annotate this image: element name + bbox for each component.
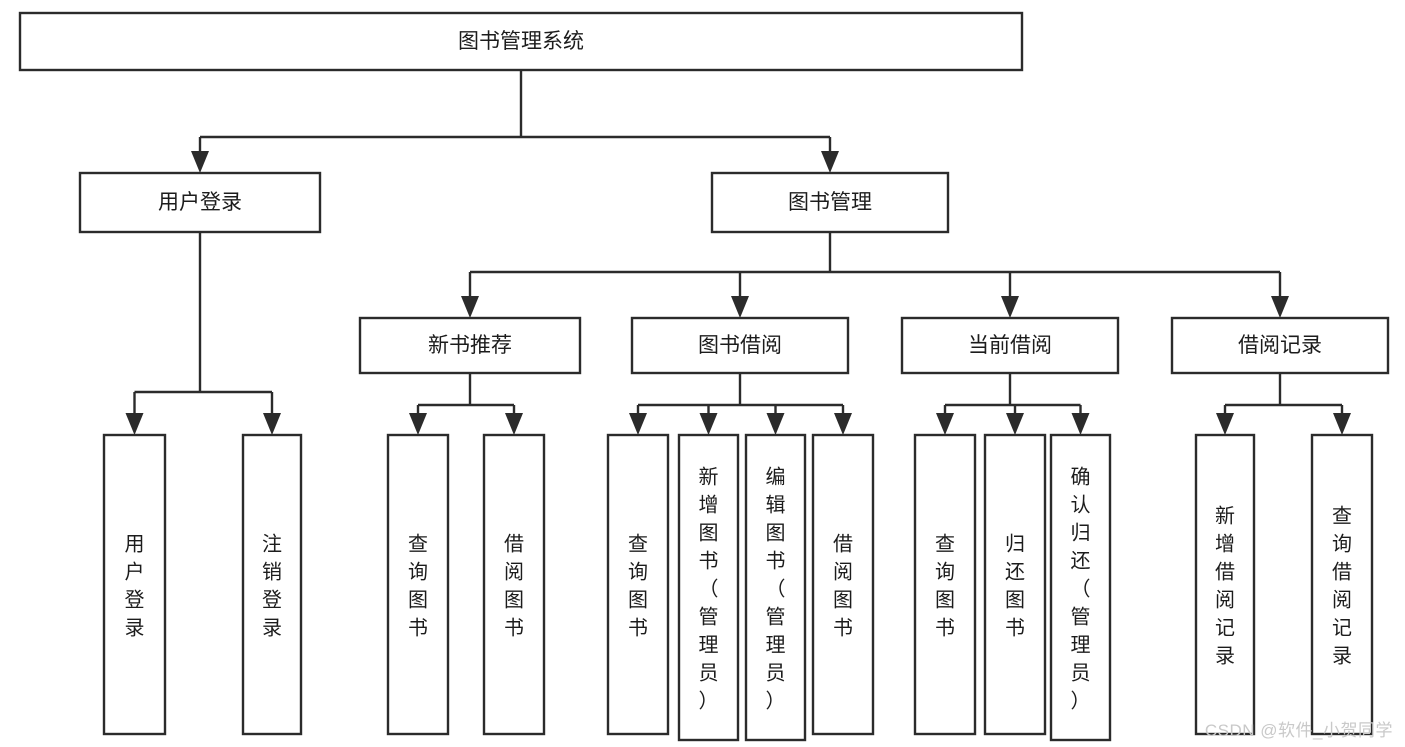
node-book-manage[interactable]: 图书管理 xyxy=(710,171,950,234)
node-rect-new-book-recommend[interactable] xyxy=(358,316,582,375)
node-label-leaf-confirm-return: 确认归还（管理员） xyxy=(1071,465,1091,712)
node-rect-leaf-add-record[interactable] xyxy=(1194,433,1256,736)
book-borrow-arrow-2 xyxy=(766,413,785,435)
node-label-user-login: 用户登录 xyxy=(158,191,242,214)
node-rect-book-borrow[interactable] xyxy=(630,316,850,375)
node-rect-leaf-borrow-book-1[interactable] xyxy=(482,433,546,736)
node-book-borrow[interactable]: 图书借阅 xyxy=(630,316,850,375)
node-rect-user-login[interactable] xyxy=(78,171,322,234)
node-rect-leaf-query-book-3[interactable] xyxy=(913,433,977,736)
node-current-borrow[interactable]: 当前借阅 xyxy=(900,316,1120,375)
node-leaf-borrow-book-1[interactable]: 借阅图书 xyxy=(482,433,546,736)
node-label-leaf-add-book: 新增图书（管理员） xyxy=(699,465,719,712)
node-label-leaf-query-book-3: 查询图书 xyxy=(935,532,955,639)
node-rect-leaf-user-logout[interactable] xyxy=(241,433,303,736)
node-boxes: 图书管理系统用户登录图书管理新书推荐图书借阅当前借阅借阅记录用户登录注销登录查询… xyxy=(18,11,1390,742)
node-label-leaf-query-book-2: 查询图书 xyxy=(628,532,648,639)
node-label-book-manage: 图书管理 xyxy=(788,191,872,214)
node-rect-leaf-user-login[interactable] xyxy=(102,433,167,736)
node-rect-book-manage[interactable] xyxy=(710,171,950,234)
node-rect-leaf-query-record[interactable] xyxy=(1310,433,1374,736)
node-label-leaf-user-logout: 注销登录 xyxy=(262,532,282,639)
new-book-recommend-arrow-0 xyxy=(409,413,427,435)
node-leaf-add-record[interactable]: 新增借阅记录 xyxy=(1194,433,1256,736)
csdn-watermark: CSDN @软件_小贺同学 xyxy=(1204,721,1393,740)
node-rect-borrow-record[interactable] xyxy=(1170,316,1390,375)
root-arrow-0 xyxy=(191,151,209,173)
node-label-leaf-borrow-book-1: 借阅图书 xyxy=(504,532,524,639)
node-rect-leaf-edit-book[interactable] xyxy=(744,433,807,742)
node-rect-leaf-add-book[interactable] xyxy=(677,433,740,742)
node-leaf-return-book[interactable]: 归还图书 xyxy=(983,433,1047,736)
node-leaf-query-record[interactable]: 查询借阅记录 xyxy=(1310,433,1374,736)
current-borrow-arrow-0 xyxy=(936,413,954,435)
node-leaf-confirm-return[interactable]: 确认归还（管理员） xyxy=(1049,433,1112,742)
node-leaf-add-book[interactable]: 新增图书（管理员） xyxy=(677,433,740,742)
user-login-arrow-1 xyxy=(263,413,281,435)
node-label-leaf-query-record: 查询借阅记录 xyxy=(1332,504,1352,667)
book-borrow-arrow-3 xyxy=(834,413,852,435)
node-borrow-record[interactable]: 借阅记录 xyxy=(1170,316,1390,375)
root-arrow-1 xyxy=(821,151,839,173)
node-leaf-query-book-2[interactable]: 查询图书 xyxy=(606,433,670,736)
node-leaf-query-book-1[interactable]: 查询图书 xyxy=(386,433,450,736)
node-rect-leaf-query-book-1[interactable] xyxy=(386,433,450,736)
node-leaf-user-logout[interactable]: 注销登录 xyxy=(241,433,303,736)
user-login-arrow-0 xyxy=(125,413,144,435)
node-label-leaf-add-record: 新增借阅记录 xyxy=(1215,504,1235,667)
node-user-login[interactable]: 用户登录 xyxy=(78,171,322,234)
node-label-current-borrow: 当前借阅 xyxy=(968,334,1052,357)
borrow-record-arrow-0 xyxy=(1216,413,1234,435)
book-manage-arrow-0 xyxy=(461,296,479,318)
node-label-book-borrow: 图书借阅 xyxy=(698,334,782,357)
node-root[interactable]: 图书管理系统 xyxy=(18,11,1024,72)
node-leaf-user-login[interactable]: 用户登录 xyxy=(102,433,167,736)
current-borrow-arrow-2 xyxy=(1071,413,1090,435)
book-manage-arrow-1 xyxy=(731,296,749,318)
node-rect-leaf-confirm-return[interactable] xyxy=(1049,433,1112,742)
connector-lines xyxy=(125,70,1351,435)
book-manage-arrow-3 xyxy=(1271,296,1289,318)
node-rect-leaf-borrow-book-2[interactable] xyxy=(811,433,875,736)
node-rect-current-borrow[interactable] xyxy=(900,316,1120,375)
node-rect-leaf-query-book-2[interactable] xyxy=(606,433,670,736)
node-label-borrow-record: 借阅记录 xyxy=(1238,334,1322,357)
node-label-root: 图书管理系统 xyxy=(458,30,584,53)
node-rect-root[interactable] xyxy=(18,11,1024,72)
borrow-record-arrow-1 xyxy=(1333,413,1351,435)
node-new-book-recommend[interactable]: 新书推荐 xyxy=(358,316,582,375)
node-leaf-borrow-book-2[interactable]: 借阅图书 xyxy=(811,433,875,736)
node-label-leaf-edit-book: 编辑图书（管理员） xyxy=(766,465,786,712)
node-label-leaf-user-login: 用户登录 xyxy=(125,533,145,639)
node-leaf-edit-book[interactable]: 编辑图书（管理员） xyxy=(744,433,807,742)
node-rect-leaf-return-book[interactable] xyxy=(983,433,1047,736)
book-borrow-arrow-1 xyxy=(699,413,718,435)
node-label-leaf-query-book-1: 查询图书 xyxy=(408,532,428,639)
node-label-new-book-recommend: 新书推荐 xyxy=(428,334,512,357)
current-borrow-arrow-1 xyxy=(1006,413,1024,435)
book-borrow-arrow-0 xyxy=(629,413,647,435)
new-book-recommend-arrow-1 xyxy=(505,413,523,435)
node-label-leaf-return-book: 归还图书 xyxy=(1005,532,1025,639)
node-label-leaf-borrow-book-2: 借阅图书 xyxy=(833,532,853,639)
book-manage-arrow-2 xyxy=(1001,296,1019,318)
node-leaf-query-book-3[interactable]: 查询图书 xyxy=(913,433,977,736)
